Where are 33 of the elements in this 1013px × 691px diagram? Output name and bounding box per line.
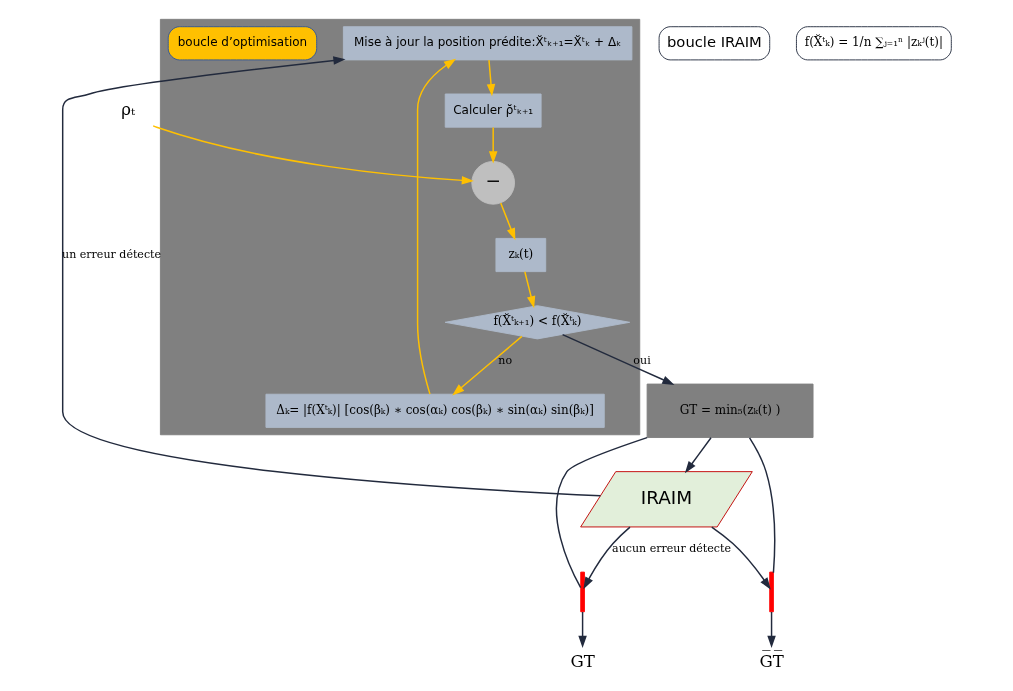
arrow	[561, 333, 674, 385]
node-box: boucle IRAIM	[658, 26, 770, 61]
arrow	[582, 526, 631, 590]
arrow	[499, 202, 515, 241]
arrow	[451, 335, 523, 396]
node-box: GT = min₅(zₖ(t) )	[646, 383, 813, 438]
node-bar	[768, 571, 774, 613]
arrow	[710, 526, 771, 590]
connector	[748, 437, 775, 574]
node-box: Mise à jour la position prédite:X̆ᵗₖ₊₁=X̆ᵗₖ + Δₖ	[342, 26, 632, 61]
edge-label: no	[497, 354, 512, 368]
arrow	[416, 58, 456, 395]
node-box: Calculer ρ̆ᵗₖ₊₁	[444, 93, 542, 128]
node-box: Δₖ= |f(Xᵗₖ)| [cos(βₖ) ∗ cos(αₖ) cos(βₖ) ∗ sin(αₖ) sin(βₖ)]	[265, 393, 605, 428]
node-text: G̅T̅	[758, 651, 784, 671]
arrow	[488, 126, 497, 164]
node-box: zₖ(t)	[495, 237, 546, 273]
node-diamond: f(X̆ᵗₖ₊₁) < f(X̆ᵗₖ)	[444, 305, 630, 340]
arrow	[523, 271, 535, 309]
node-text: GT	[569, 651, 595, 671]
node-box: boucle d’optimisation	[167, 26, 317, 61]
edge-label: oui	[632, 354, 651, 368]
arrow	[766, 611, 776, 648]
arrow	[684, 436, 712, 474]
node-text: ρₜ	[120, 99, 135, 119]
node-circle: −	[470, 161, 515, 205]
node-box: f(X̆ᵗₖ) = 1/n ∑ⱼ₌₁ⁿ |zₖʲ(t)|	[795, 26, 952, 61]
node-bar	[579, 571, 585, 613]
arrow	[486, 59, 495, 97]
arrow	[61, 56, 601, 497]
edge-label: aucun erreur détecte	[611, 542, 731, 556]
connector	[555, 436, 648, 589]
arrow	[577, 611, 587, 648]
